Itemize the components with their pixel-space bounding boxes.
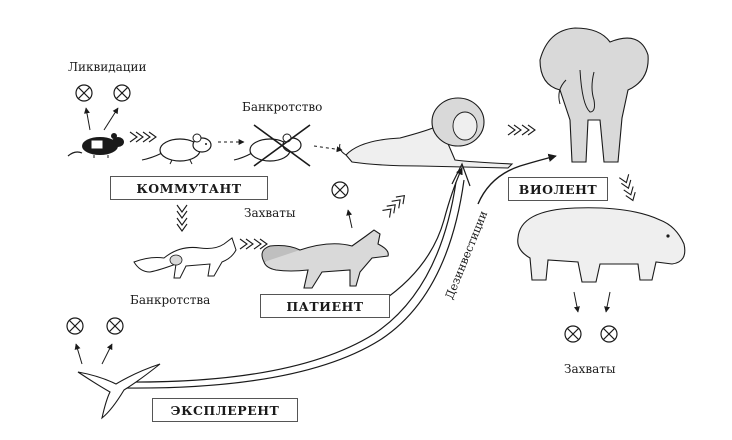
fox-capture-mark: [331, 181, 349, 199]
arrow-commutant-fox: [176, 204, 188, 232]
label-captures-bottom: Захваты: [564, 362, 616, 376]
arrow-whitefox-redfox: [239, 238, 268, 250]
label-liquidation: Ликвидации: [68, 60, 147, 74]
arrow-hippo-capture-2: [604, 291, 611, 313]
hippo-icon: [517, 207, 686, 283]
arrow-hippo-capture-1: [573, 291, 580, 313]
capture-mark-1: [564, 325, 582, 343]
capture-mark-2: [600, 325, 618, 343]
box-violent: ВИОЛЕНТ: [508, 177, 608, 201]
curve-explerent-violent-inner: [121, 181, 457, 383]
box-commutant: КОММУТАНТ: [110, 176, 268, 200]
curve-violent-elephant: [477, 153, 557, 205]
elephant-icon: [539, 27, 649, 163]
liquidation-mark-1: [75, 84, 93, 102]
rat-icon: [141, 133, 212, 165]
arrow-elephant-hippo: [618, 173, 639, 203]
red-fox-icon: [261, 229, 389, 289]
arrow-liquidation-1: [84, 107, 91, 131]
arrow-fox-up: [381, 191, 409, 219]
box-patient: ПАТИЕНТ: [260, 294, 390, 318]
arrow-swallow-1: [74, 343, 83, 365]
curve-explerent-violent-outer: [121, 179, 465, 389]
lion-icon: [339, 97, 514, 169]
label-bankruptcies: Банкротства: [130, 293, 211, 307]
swallow-icon: [77, 363, 161, 420]
box-explerent: ЭКСПЛЕРЕНТ: [152, 398, 298, 422]
crossed-rat-icon: [233, 124, 311, 167]
swallow-mark-1: [66, 317, 84, 335]
mouse-icon: [67, 133, 124, 158]
arrow-lion-elephant: [507, 124, 536, 136]
label-bankruptcy: Банкротство: [242, 100, 323, 114]
arrow-mouse-rat: [129, 131, 157, 143]
swallow-mark-2: [106, 317, 124, 335]
arrow-liquidation-2: [103, 107, 119, 131]
curve-explerent-arrowhead: [451, 162, 471, 187]
arrow-fox-capture: [346, 209, 353, 229]
arrow-rat-lion-dashed: [313, 145, 343, 153]
liquidation-mark-2: [113, 84, 131, 102]
white-fox-icon: [133, 237, 237, 279]
arrow-swallow-2: [101, 343, 113, 365]
label-captures-top: Захваты: [244, 206, 296, 220]
